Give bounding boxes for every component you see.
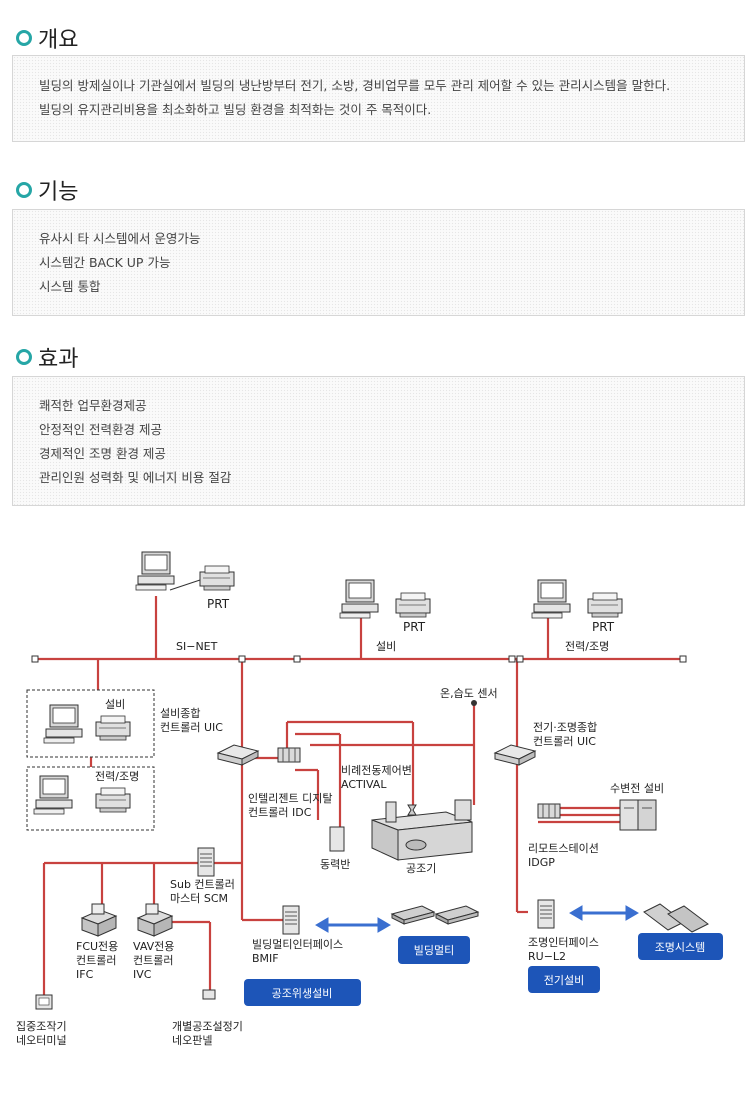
- effects-line-4: 관리인원 성력화 및 에너지 비용 절감: [39, 470, 232, 485]
- scm-line2: 마스터 SCM: [170, 892, 228, 905]
- power-panel-icon: [329, 826, 345, 852]
- ceiling-unit-icon: [435, 905, 479, 925]
- si-net-label: SI−NET: [176, 640, 218, 653]
- scm-icon: [197, 847, 215, 877]
- rul2-line1: 조명인터페이스: [528, 936, 599, 949]
- scm-line1: Sub 컨트롤러: [170, 878, 235, 891]
- bmif-icon: [282, 905, 300, 935]
- functions-title: 기능: [38, 180, 79, 205]
- functions-line-3: 시스템 통합: [39, 279, 101, 294]
- tag-building-multi: 빌딩멀티: [398, 936, 470, 964]
- actival-line2: ACTIVAL: [341, 778, 387, 791]
- room-panel-icon: [202, 989, 216, 1000]
- uic-right-line2: 컨트롤러 UIC: [533, 735, 596, 748]
- actival-line1: 비례전동제어변: [341, 764, 412, 777]
- prt-label-2: PRT: [403, 620, 426, 634]
- seolbi-workstation-box: [26, 689, 155, 758]
- effects-line-3: 경제적인 조명 환경 제공: [39, 446, 166, 461]
- circle-bullet-icon: [16, 182, 32, 198]
- effects-line-1: 쾌적한 업무환경제공: [39, 398, 147, 413]
- circle-bullet-icon: [16, 349, 32, 365]
- idc-icon: [277, 747, 301, 763]
- overview-line-2: 빌딩의 유지관리비용을 최소화하고 빌딩 환경을 최적화는 것이 주 목적이다.: [39, 102, 432, 117]
- uic-right-icon: [494, 744, 536, 766]
- tag-electrical: 전기설비: [528, 966, 600, 993]
- sensor-icon: [471, 700, 477, 706]
- power-light-top-label: 전력/조명: [565, 640, 609, 653]
- network-nodes: [31, 655, 687, 663]
- ru-l2-icon: [537, 899, 555, 929]
- effects-title: 효과: [38, 347, 79, 372]
- uic-left-icon: [217, 744, 259, 766]
- ceiling-unit-icon: [391, 905, 435, 925]
- svg-text:조명시스템: 조명시스템: [655, 941, 706, 954]
- substation-icon: [619, 799, 657, 831]
- svg-text:전기설비: 전기설비: [544, 974, 584, 987]
- functions-line-2: 시스템간 BACK UP 가능: [39, 255, 171, 270]
- ifc-line1: FCU전용: [76, 940, 118, 953]
- idc-line1: 인텔리젠트 디지탈: [248, 792, 332, 805]
- overview-line-1: 빌딩의 방제실이나 기관실에서 빌딩의 냉난방부터 전기, 소방, 경비업무를 …: [39, 78, 671, 93]
- power-panel-label: 동력반: [320, 858, 350, 871]
- svg-text:빌딩멀티: 빌딩멀티: [414, 944, 454, 957]
- ahu-label: 공조기: [406, 862, 436, 875]
- idgp-icon: [537, 803, 561, 819]
- ifc-line3: IFC: [76, 968, 94, 981]
- workstation-seolbi: PRT: [339, 579, 431, 634]
- effects-box: 쾌적한 업무환경제공 안정적인 전력환경 제공 경제적인 조명 환경 제공 관리…: [12, 376, 745, 506]
- idgp-line1: 리모트스테이션: [528, 842, 599, 855]
- network-lines: [35, 596, 683, 995]
- overview-heading: 개요: [16, 22, 78, 54]
- functions-line-1: 유사시 타 시스템에서 운영가능: [39, 231, 201, 246]
- valve-icon: [407, 804, 417, 816]
- workstation-power: PRT: [531, 579, 623, 634]
- idgp-line2: IDGP: [528, 856, 555, 869]
- tag-lighting: 조명시스템: [638, 933, 723, 960]
- sensor-label: 온,습도 센서: [440, 687, 498, 700]
- arrow-rul2-lighting: [569, 905, 639, 921]
- ivc-line3: IVC: [133, 968, 152, 981]
- panel-line1: 개별공조설정기: [172, 1020, 243, 1033]
- bmif-line2: BMIF: [252, 952, 279, 965]
- effects-line-2: 안정적인 전력환경 제공: [39, 422, 162, 437]
- substation-label: 수변전 설비: [610, 782, 664, 795]
- ivc-icon: [136, 903, 174, 937]
- overview-title: 개요: [38, 28, 79, 53]
- lighting-fixture-icon: [643, 903, 709, 933]
- power-box-label: 전력/조명: [95, 770, 139, 783]
- uic-left-line2: 컨트롤러 UIC: [160, 721, 223, 734]
- seolbi-box-label: 설비: [105, 698, 125, 711]
- functions-heading: 기능: [16, 174, 78, 206]
- ifc-icon: [80, 903, 118, 937]
- workstation-main: PRT: [135, 551, 235, 611]
- tag-hvac: 공조위생설비: [244, 979, 361, 1006]
- ifc-line2: 컨트롤러: [76, 954, 116, 967]
- effects-heading: 효과: [16, 341, 78, 373]
- seolbi-top-label: 설비: [376, 640, 396, 653]
- arrow-bmif-multi: [315, 917, 391, 933]
- ivc-line1: VAV전용: [133, 940, 174, 953]
- bmif-line1: 빌딩멀티인터페이스: [252, 938, 343, 951]
- prt-label-1: PRT: [207, 597, 230, 611]
- terminal-line1: 집중조작기: [16, 1020, 67, 1033]
- idc-line2: 컨트롤러 IDC: [248, 806, 312, 819]
- terminal-line2: 네오터미널: [16, 1034, 67, 1047]
- panel-line2: 네오판넬: [172, 1034, 212, 1047]
- overview-box: 빌딩의 방제실이나 기관실에서 빌딩의 냉난방부터 전기, 소방, 경비업무를 …: [12, 55, 745, 142]
- uic-right-line1: 전기·조명종합: [533, 721, 597, 734]
- uic-left-line1: 설비종합: [160, 707, 200, 720]
- circle-bullet-icon: [16, 30, 32, 46]
- ahu-icon: [371, 799, 473, 861]
- rul2-line2: RU−L2: [528, 950, 566, 963]
- ivc-line2: 컨트롤러: [133, 954, 173, 967]
- functions-box: 유사시 타 시스템에서 운영가능 시스템간 BACK UP 가능 시스템 통합: [12, 209, 745, 316]
- svg-text:공조위생설비: 공조위생설비: [272, 987, 333, 1000]
- prt-label-3: PRT: [592, 620, 615, 634]
